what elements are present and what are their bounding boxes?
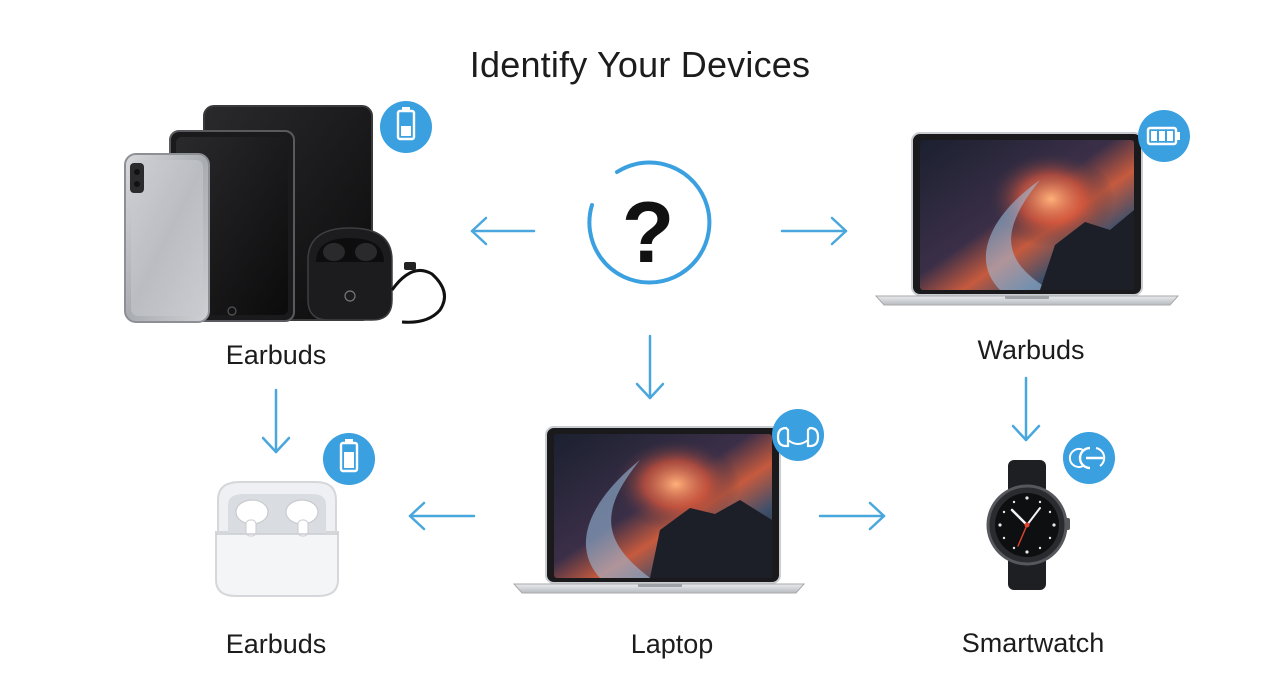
label-bottom-left: Earbuds xyxy=(225,629,327,659)
arrow-bottom-right-icon xyxy=(818,501,886,531)
earbuds-icon xyxy=(772,409,824,461)
device-group-phone-tablet-earbuds xyxy=(124,105,446,324)
arrow-down-icon xyxy=(635,334,665,400)
laptop-top-right xyxy=(874,132,1180,306)
label-bottom-right: Smartwatch xyxy=(961,628,1105,658)
question-circle-icon: ? xyxy=(587,160,712,285)
earbuds-case-white xyxy=(215,481,339,597)
arrow-right-icon xyxy=(780,216,848,246)
arrow-down-right-icon xyxy=(1011,376,1041,442)
battery-icon xyxy=(323,433,375,485)
smartwatch xyxy=(986,460,1070,590)
sync-icon xyxy=(1063,432,1115,484)
battery-full-icon xyxy=(1138,110,1190,162)
battery-low-icon xyxy=(380,101,432,153)
question-mark: ? xyxy=(622,185,675,281)
arrow-down-left-icon xyxy=(261,388,291,454)
label-top-left: Earbuds xyxy=(225,340,327,370)
arrow-bottom-left-icon xyxy=(408,501,476,531)
arrow-left-icon xyxy=(470,216,536,246)
label-bottom-center: Laptop xyxy=(630,629,714,659)
label-top-right: Warbuds xyxy=(977,335,1085,365)
page-title: Identify Your Devices xyxy=(469,44,811,85)
laptop-bottom-center xyxy=(512,426,806,594)
